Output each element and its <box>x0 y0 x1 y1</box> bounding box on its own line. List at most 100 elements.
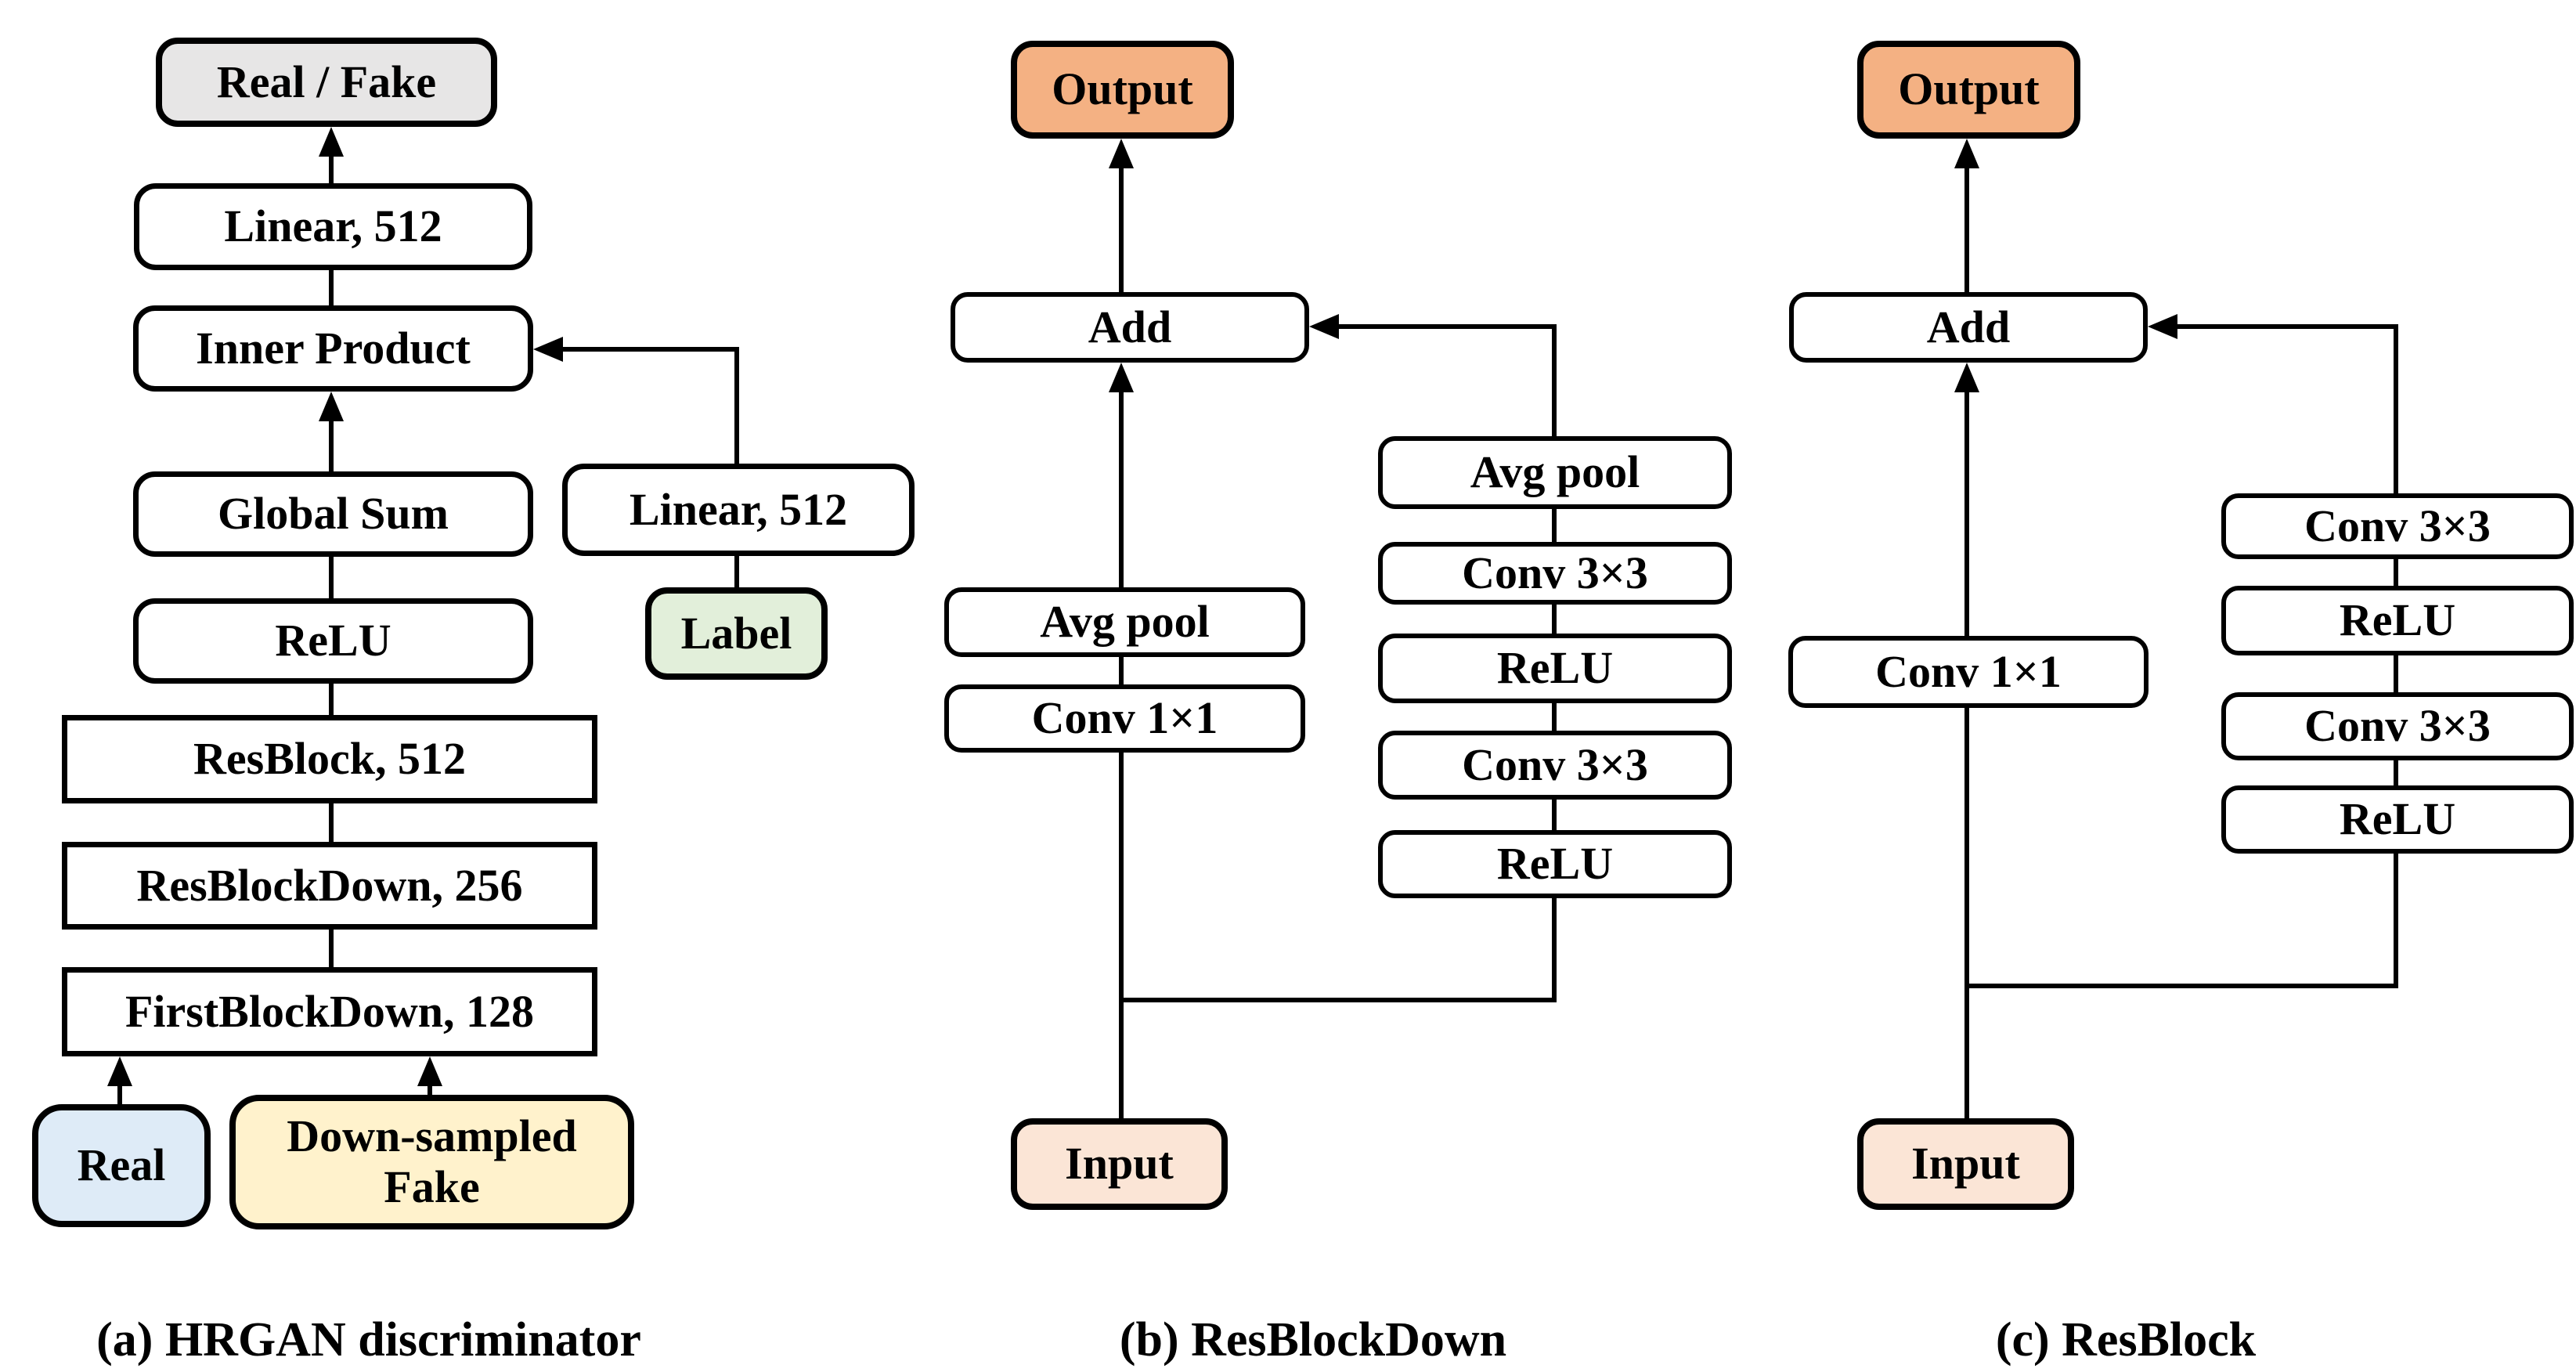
node-linear-512-right: Linear, 512 <box>562 464 915 556</box>
node-label: Global Sum <box>218 488 449 540</box>
connector-conv1x1-avgpool-b <box>1119 657 1124 684</box>
node-label: ReLU <box>275 615 391 666</box>
node-conv3x3-2-b: Conv 3×3 <box>1378 731 1732 800</box>
connector-relu-globalsum <box>329 557 334 600</box>
connector-relu-conv3x3-c <box>2394 655 2398 692</box>
node-label: Avg pool <box>1470 446 1640 498</box>
node-real-input: Real <box>32 1104 211 1227</box>
node-global-sum: Global Sum <box>133 471 533 557</box>
node-label: Real <box>77 1139 166 1191</box>
node-add-b: Add <box>951 292 1309 363</box>
connector-firstblockdown-resblockdown <box>329 930 334 969</box>
arrowhead-up-conv1x1-to-add-c <box>1954 363 1979 392</box>
node-label: FirstBlockDown, 128 <box>125 985 534 1037</box>
connector-conv3x3-relu-b <box>1552 605 1557 634</box>
connector-avgpool-add-b <box>1119 389 1124 587</box>
node-label: ReLU <box>2339 594 2456 646</box>
node-output-b: Output <box>1011 41 1234 139</box>
arrowhead-up-add-to-output-b <box>1109 139 1134 168</box>
connector-linearright-horizontal <box>560 347 739 352</box>
node-real-fake: Real / Fake <box>156 38 497 127</box>
node-inner-product: Inner Product <box>133 305 533 392</box>
node-output-c: Output <box>1857 41 2080 139</box>
caption-b: (b) ResBlockDown <box>961 1312 1665 1368</box>
node-avgpool-main-b: Avg pool <box>944 587 1305 657</box>
arrowhead-up-add-to-output-c <box>1954 139 1979 168</box>
node-label: Avg pool <box>1040 596 1210 648</box>
connector-resblock-relu <box>329 684 334 717</box>
caption-text: (a) HRGAN discriminator <box>96 1313 641 1367</box>
node-label-input: Label <box>645 587 828 680</box>
node-label: ResBlock, 512 <box>193 733 466 785</box>
caption-text: (c) ResBlock <box>1995 1313 2257 1367</box>
caption-a: (a) HRGAN discriminator <box>16 1312 721 1368</box>
node-label: Conv 3×3 <box>2304 500 2491 551</box>
arrowhead-up-globalsum-to-innerproduct <box>319 392 344 421</box>
node-add-c: Add <box>1789 292 2148 363</box>
connector-skip-horizontal-c <box>1964 984 2398 988</box>
connector-linearright-riser <box>734 349 739 464</box>
arrowhead-left-linearright-to-innerproduct <box>533 337 563 362</box>
node-relu-a: ReLU <box>133 598 533 684</box>
connector-globalsum-innerproduct <box>329 418 334 473</box>
connector-label-linearright <box>734 556 739 587</box>
node-label: Down-sampled Fake <box>287 1110 577 1212</box>
connector-respath-horizontal-b <box>1336 324 1557 329</box>
node-label: ReLU <box>1496 642 1614 694</box>
arrowhead-up-avgpool-to-add-b <box>1109 363 1134 392</box>
connector-resblockdown-resblock <box>329 803 334 843</box>
node-relu-2-b: ReLU <box>1378 830 1732 898</box>
connector-avgpool-conv3x3-b <box>1552 507 1557 542</box>
connector-conv3x3-relu2-c <box>2394 760 2398 785</box>
arrowhead-up-real-to-firstblockdown <box>107 1056 132 1086</box>
node-conv3x3-1-c: Conv 3×3 <box>2221 493 2574 559</box>
node-relu-1-c: ReLU <box>2221 586 2574 655</box>
node-label: Output <box>1898 63 2040 115</box>
node-fake-input: Down-sampled Fake <box>229 1095 634 1229</box>
arrowhead-up-linear-to-realfake <box>319 127 344 157</box>
connector-conv1x1-add-c <box>1964 389 1969 636</box>
node-label: Conv 3×3 <box>2304 700 2491 752</box>
connector-relu-conv3x3-b <box>1552 703 1557 731</box>
node-relu-2-c: ReLU <box>2221 785 2574 854</box>
node-resblock-512: ResBlock, 512 <box>62 715 597 803</box>
connector-conv3x3-relu-c <box>2394 559 2398 586</box>
connector-input-conv1x1-b <box>1119 753 1124 1118</box>
node-conv3x3-1-b: Conv 3×3 <box>1378 542 1732 605</box>
node-label: Input <box>1911 1138 2020 1190</box>
node-avgpool-res-b: Avg pool <box>1378 436 1732 509</box>
connector-skip-horizontal-b <box>1119 998 1557 1002</box>
arrowhead-left-respath-to-add-b <box>1309 314 1339 339</box>
connector-linear-realfake <box>329 153 334 185</box>
connector-respath-riser-c <box>2394 327 2398 493</box>
caption-text: (b) ResBlockDown <box>1119 1313 1507 1367</box>
caption-c: (c) ResBlock <box>1773 1312 2478 1368</box>
node-conv1x1-c: Conv 1×1 <box>1788 636 2148 708</box>
arrowhead-up-fake-to-firstblockdown <box>417 1056 442 1086</box>
node-label: Output <box>1052 63 1193 115</box>
connector-skip-riser-b <box>1552 898 1557 1002</box>
node-firstblockdown-128: FirstBlockDown, 128 <box>62 967 597 1056</box>
node-label: Label <box>680 607 792 659</box>
connector-respath-riser-b <box>1552 327 1557 436</box>
connector-conv3x3-relu2-b <box>1552 800 1557 830</box>
node-label: ReLU <box>2339 793 2456 845</box>
node-label: Linear, 512 <box>224 200 442 252</box>
connector-add-output-b <box>1119 165 1124 292</box>
node-label: Conv 1×1 <box>1031 692 1218 744</box>
connector-add-output-c <box>1964 165 1969 292</box>
node-label: Inner Product <box>196 322 471 374</box>
node-label: Input <box>1065 1138 1174 1190</box>
connector-skip-riser-c <box>2394 854 2398 988</box>
arrowhead-left-respath-to-add-c <box>2148 314 2177 339</box>
connector-fake-firstblockdown <box>428 1083 432 1096</box>
node-resblockdown-256: ResBlockDown, 256 <box>62 842 597 930</box>
node-label: Conv 3×3 <box>1462 738 1648 790</box>
connector-respath-horizontal-c <box>2174 324 2398 329</box>
node-label: Linear, 512 <box>629 483 848 535</box>
node-linear-512-top: Linear, 512 <box>134 183 532 270</box>
node-label: Conv 1×1 <box>1875 645 2062 697</box>
node-label: Add <box>1926 301 2011 352</box>
node-label: ResBlockDown, 256 <box>136 859 523 911</box>
connector-input-conv1x1-c <box>1964 708 1969 1118</box>
